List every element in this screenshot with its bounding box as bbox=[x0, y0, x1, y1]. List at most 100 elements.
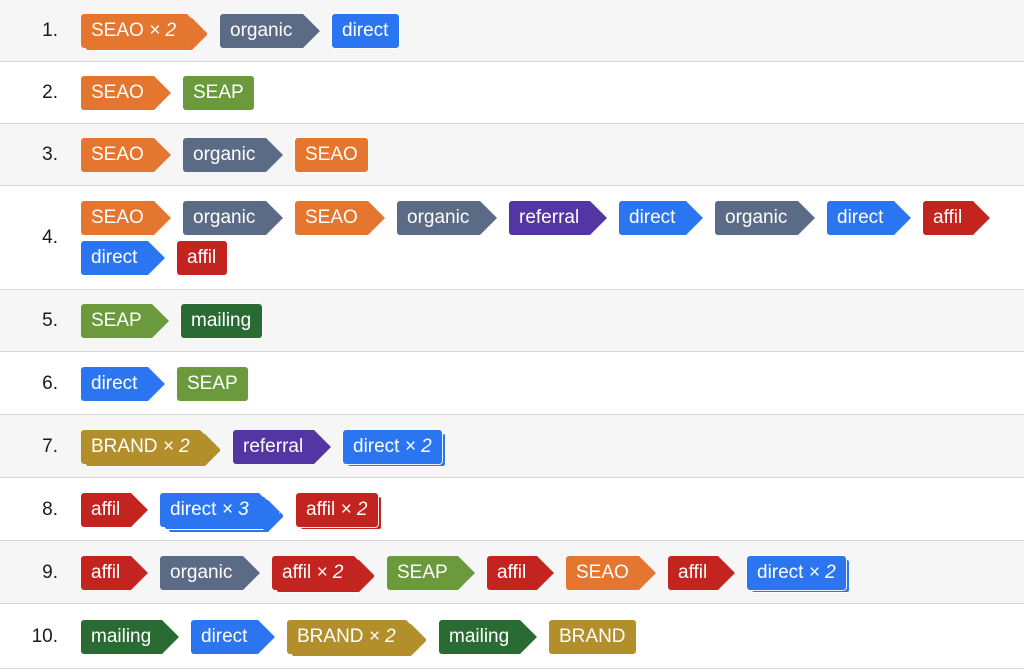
step-multiplier: × 2 bbox=[340, 499, 368, 520]
step-face: direct bbox=[191, 620, 275, 654]
step-label: organic bbox=[170, 562, 233, 583]
step-face: SEAO bbox=[81, 138, 171, 172]
step-label: SEAO bbox=[91, 207, 144, 228]
step-text: direct bbox=[837, 201, 883, 235]
step-label: referral bbox=[519, 207, 580, 228]
step-label: direct bbox=[757, 562, 804, 583]
step-text: SEAO bbox=[305, 201, 358, 235]
step-text: affil × 2 bbox=[306, 493, 367, 527]
step-face: affil bbox=[81, 493, 148, 527]
step-label: organic bbox=[230, 20, 293, 41]
path-step-seao: SEAO bbox=[566, 556, 656, 590]
step-label: affil bbox=[282, 562, 312, 583]
step-text: direct bbox=[91, 241, 137, 275]
step-label: SEAO bbox=[91, 144, 144, 165]
step-text: affil bbox=[497, 556, 526, 590]
step-face: SEAP bbox=[81, 304, 169, 338]
path-step-direct: direct bbox=[827, 201, 911, 235]
path-step-direct: direct bbox=[332, 14, 399, 48]
step-text: affil × 2 bbox=[282, 556, 343, 590]
step-face: SEAO bbox=[81, 76, 171, 110]
step-face: mailing bbox=[81, 620, 179, 654]
step-text: direct × 2 bbox=[353, 430, 432, 464]
path-step-organic: organic bbox=[183, 138, 283, 172]
step-face: organic bbox=[220, 14, 320, 48]
step-text: organic bbox=[170, 556, 232, 590]
step-face: SEAP bbox=[183, 76, 254, 110]
path-step-affil: affil × 2 bbox=[272, 556, 375, 590]
step-face: affil bbox=[923, 201, 990, 235]
step-text: organic bbox=[230, 14, 292, 48]
step-label: BRAND bbox=[297, 626, 364, 647]
step-label: SEAO bbox=[576, 562, 629, 583]
path-row: 8. affil direct × 3 affil × 2 bbox=[0, 478, 1024, 541]
step-face: direct bbox=[81, 367, 165, 401]
step-face: SEAP bbox=[177, 367, 248, 401]
path-step-direct: direct bbox=[81, 367, 165, 401]
path-step-referral: referral bbox=[509, 201, 607, 235]
step-face: affil × 2 bbox=[272, 556, 371, 590]
path-step-referral: referral bbox=[233, 430, 331, 464]
step-label: SEAP bbox=[91, 310, 142, 331]
step-label: SEAO bbox=[91, 82, 144, 103]
path-step-direct: direct bbox=[619, 201, 703, 235]
row-number: 3. bbox=[42, 144, 58, 165]
step-text: SEAP bbox=[397, 556, 448, 590]
step-text: affil bbox=[678, 556, 707, 590]
step-label: SEAO bbox=[305, 207, 358, 228]
path-step-affil: affil bbox=[81, 493, 148, 527]
path-step-seap: SEAP bbox=[177, 367, 248, 401]
step-label: organic bbox=[725, 207, 788, 228]
step-text: SEAO bbox=[305, 138, 358, 172]
row-number: 8. bbox=[42, 499, 58, 520]
step-face: affil bbox=[177, 241, 227, 275]
path-step-seao: SEAO bbox=[81, 201, 171, 235]
step-text: affil bbox=[933, 201, 962, 235]
step-label: mailing bbox=[449, 626, 510, 647]
step-face: direct bbox=[81, 241, 165, 275]
step-face: direct bbox=[827, 201, 911, 235]
step-face: affil bbox=[81, 556, 148, 590]
step-face: affil × 2 bbox=[296, 493, 378, 527]
path-row: 3. SEAO organic SEAO bbox=[0, 124, 1024, 186]
path-step-mailing: mailing bbox=[81, 620, 179, 654]
row-number: 2. bbox=[42, 82, 58, 103]
path-step-direct: direct × 2 bbox=[747, 556, 850, 593]
step-text: direct × 3 bbox=[170, 493, 249, 527]
step-label: referral bbox=[243, 436, 304, 457]
path-step-seap: SEAP bbox=[387, 556, 475, 590]
step-text: SEAO bbox=[576, 556, 629, 590]
path-step-seao: SEAO bbox=[81, 138, 171, 172]
step-face: mailing bbox=[439, 620, 537, 654]
step-label: affil bbox=[678, 562, 708, 583]
step-text: SEAP bbox=[187, 367, 238, 401]
path-step-affil: affil bbox=[668, 556, 735, 590]
step-text: SEAO bbox=[91, 138, 144, 172]
step-label: affil bbox=[306, 499, 336, 520]
path-row: 2. SEAO SEAP bbox=[0, 62, 1024, 124]
step-label: mailing bbox=[191, 310, 252, 331]
step-text: organic bbox=[407, 201, 469, 235]
step-multiplier: × 2 bbox=[368, 626, 396, 647]
path-step-affil: affil bbox=[177, 241, 227, 275]
step-text: direct bbox=[91, 367, 137, 401]
step-multiplier: × 2 bbox=[316, 562, 344, 583]
step-face: organic bbox=[397, 201, 497, 235]
step-label: direct bbox=[201, 626, 248, 647]
step-label: mailing bbox=[91, 626, 152, 647]
step-text: organic bbox=[725, 201, 787, 235]
step-label: affil bbox=[497, 562, 527, 583]
step-text: SEAO bbox=[91, 76, 144, 110]
step-face: direct bbox=[332, 14, 399, 48]
path-step-seao: SEAO bbox=[295, 201, 385, 235]
path-step-mailing: mailing bbox=[181, 304, 262, 338]
path-step-organic: organic bbox=[183, 201, 283, 235]
path-step-affil: affil × 2 bbox=[296, 493, 382, 530]
path-step-direct: direct × 3 bbox=[160, 493, 284, 527]
